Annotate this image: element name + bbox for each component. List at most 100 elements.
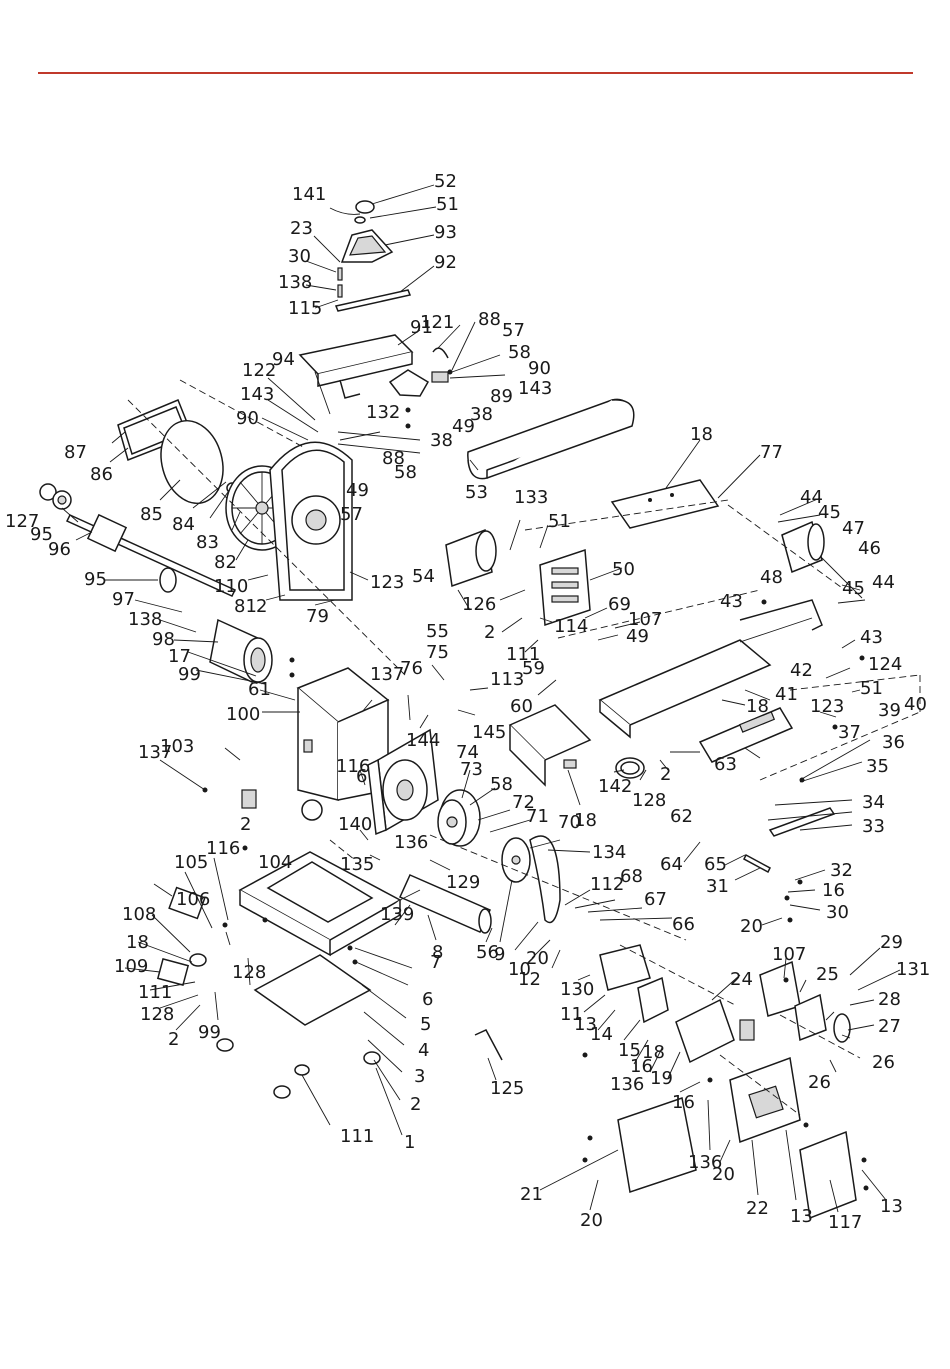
label: 32 xyxy=(830,860,853,881)
label: 136 xyxy=(394,832,428,853)
label: 128 xyxy=(140,1004,174,1025)
label: 117 xyxy=(828,1212,862,1233)
label: 48 xyxy=(760,567,783,588)
label: 43 xyxy=(860,627,883,648)
label: 9 xyxy=(494,944,505,965)
driven-pulley-and-vbelt xyxy=(501,835,561,924)
label: 51 xyxy=(548,511,571,532)
label: 30 xyxy=(826,902,849,923)
label: 92 xyxy=(434,252,457,273)
label: 33 xyxy=(862,816,885,837)
label: 110 xyxy=(214,576,248,597)
label: 38 xyxy=(470,404,493,425)
dust-port-and-switch xyxy=(599,944,851,1064)
label: 142 xyxy=(598,776,632,797)
parts xyxy=(39,200,921,1220)
label: 2 xyxy=(660,764,671,785)
label: 26 xyxy=(872,1052,895,1073)
drive-shaft xyxy=(39,483,237,597)
label: 49 xyxy=(452,416,475,437)
label: 71 xyxy=(526,806,549,827)
label: 23 xyxy=(290,218,313,239)
label: 131 xyxy=(896,959,930,980)
label: 82 xyxy=(214,552,237,573)
leader-lines xyxy=(61,184,901,1213)
drive-drum xyxy=(209,618,273,684)
label: 75 xyxy=(426,642,449,663)
label: 127 xyxy=(5,511,39,532)
label: 121 xyxy=(420,312,454,333)
belt-frame xyxy=(598,599,823,739)
label: 123 xyxy=(810,696,844,717)
label: 24 xyxy=(730,969,753,990)
label: 56 xyxy=(476,942,499,963)
label: 143 xyxy=(518,378,552,399)
label: 57 xyxy=(340,504,363,525)
label: 106 xyxy=(176,889,210,910)
label: 2 xyxy=(240,814,251,835)
label: 128 xyxy=(232,962,266,983)
label: 91 xyxy=(410,317,433,338)
label: 31 xyxy=(706,876,729,897)
label: 13 xyxy=(880,1196,903,1217)
label: 123 xyxy=(370,572,404,593)
table-bed xyxy=(698,707,794,763)
label: 2 xyxy=(484,622,495,643)
label: 38 xyxy=(430,430,453,451)
assembly-lines xyxy=(127,379,921,1116)
label: 111 xyxy=(506,644,540,665)
label: 94 xyxy=(272,349,295,370)
label: 85 xyxy=(140,504,163,525)
motor xyxy=(508,704,592,787)
label: 76 xyxy=(400,658,423,679)
label: 41 xyxy=(775,684,798,705)
label: 20 xyxy=(740,916,763,937)
label: 59 xyxy=(522,658,545,679)
label: 26 xyxy=(808,1072,831,1093)
label: 126 xyxy=(462,594,496,615)
label: 44 xyxy=(800,487,823,508)
label: 3 xyxy=(414,1066,425,1087)
label: 87 xyxy=(64,442,87,463)
label: 25 xyxy=(816,964,839,985)
label: 45 xyxy=(842,578,865,599)
label: 139 xyxy=(380,904,414,925)
label: 116 xyxy=(336,756,370,777)
label: 34 xyxy=(862,792,885,813)
label: 132 xyxy=(366,402,400,423)
label: 10 xyxy=(508,959,531,980)
label: 69 xyxy=(608,594,631,615)
label: 28 xyxy=(878,989,901,1010)
label: 114 xyxy=(554,616,588,637)
label: 30 xyxy=(288,246,311,267)
label: 95 xyxy=(30,524,53,545)
label: 36 xyxy=(882,732,905,753)
label: 18 xyxy=(690,424,713,445)
label: 27 xyxy=(878,1016,901,1037)
label: 109 xyxy=(114,956,148,977)
label: 115 xyxy=(288,298,322,319)
label: 39 xyxy=(878,700,901,721)
label: 96 xyxy=(48,539,71,560)
label: 44 xyxy=(872,572,895,593)
label: 98 xyxy=(152,629,175,650)
label: 64 xyxy=(660,854,683,875)
label: 113 xyxy=(490,669,524,690)
label: 46 xyxy=(858,538,881,559)
label: 18 xyxy=(574,810,597,831)
label: 2 xyxy=(256,596,267,617)
label: 4 xyxy=(418,1040,429,1061)
label: 135 xyxy=(340,854,374,875)
label: 133 xyxy=(514,487,548,508)
label: 20 xyxy=(712,1164,735,1185)
label: 84 xyxy=(172,514,195,535)
part-number-labels: 52 141 51 23 93 30 138 92 115 121 88 57 … xyxy=(5,171,930,1233)
label: 61 xyxy=(248,679,271,700)
label: 68 xyxy=(620,866,643,887)
label: 138 xyxy=(128,609,162,630)
label: 124 xyxy=(868,654,902,675)
label: 145 xyxy=(472,722,506,743)
belt-guard xyxy=(367,728,439,836)
label: 105 xyxy=(174,852,208,873)
